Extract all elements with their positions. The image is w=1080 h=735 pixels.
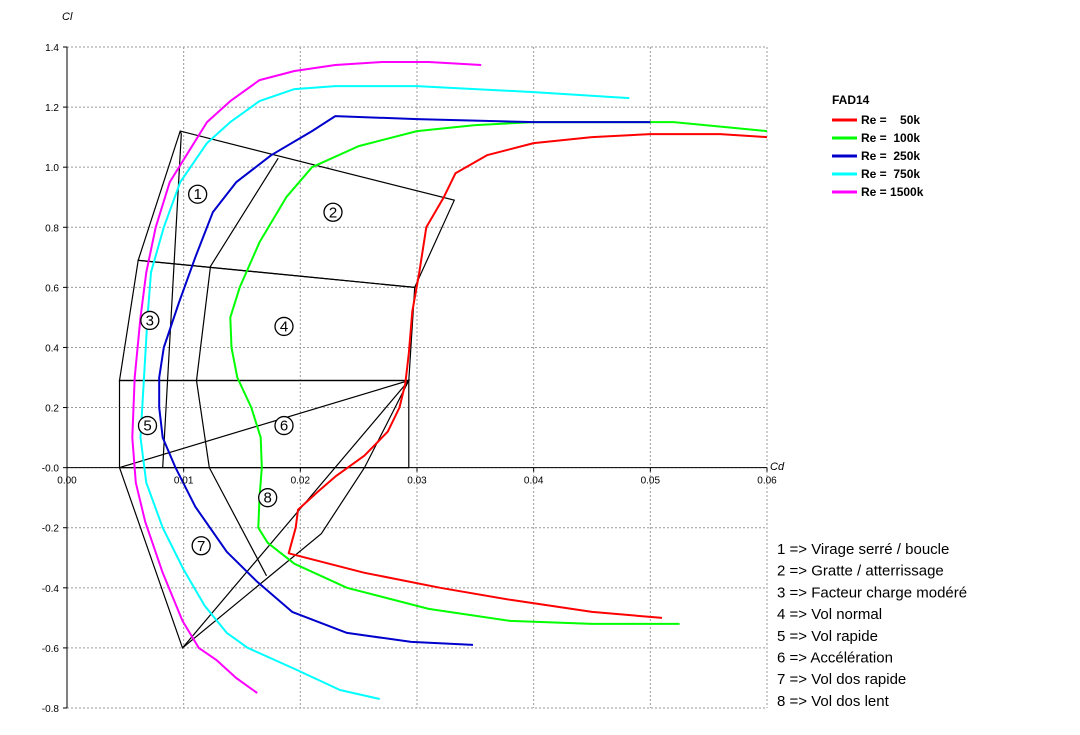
y-tick-label: -0.0: [42, 464, 60, 475]
zone-description: 6 => Accélération: [777, 650, 893, 667]
x-tick-label: 0.06: [757, 476, 777, 487]
zone-description: 3 => Facteur charge modéré: [777, 584, 967, 601]
y-tick-label: 0.2: [45, 404, 59, 415]
zone-number-circle: [137, 415, 158, 436]
y-tick-label: 0.8: [45, 223, 59, 234]
y-tick-label: -0.8: [42, 704, 60, 715]
zone-number-label: 1: [193, 186, 201, 203]
zone-number-circle: [140, 310, 160, 331]
grid: [66, 46, 768, 709]
zone-number-label: 8: [263, 490, 271, 507]
zone-outline: [118, 259, 416, 382]
zone-divider: [182, 380, 410, 649]
x-tick-label: 0.05: [641, 476, 661, 487]
y-tick-label: 1.0: [45, 163, 59, 174]
zone-description: 2 => Gratte / atterrissage: [777, 563, 944, 580]
zone-description: 7 => Vol dos rapide: [777, 671, 906, 688]
zones: [118, 130, 456, 650]
y-tick-label: -0.4: [42, 584, 60, 595]
x-axis-label: Cd: [770, 461, 785, 473]
y-tick-label: 1.2: [45, 103, 59, 114]
legend-entry: Re = 250k: [861, 149, 920, 163]
legend-entry: Re = 750k: [861, 167, 920, 181]
y-tick-label: -0.6: [42, 644, 60, 655]
x-tick-label: 0.03: [407, 476, 427, 487]
y-tick-label: 0.4: [45, 343, 59, 354]
x-tick-label: 0.02: [291, 476, 311, 487]
series-line: [131, 61, 482, 694]
zone-description: 5 => Vol rapide: [777, 628, 878, 645]
legend-entry: Re = 50k: [861, 113, 920, 127]
zone-number-label: 3: [146, 312, 154, 329]
x-tick-label: 0.01: [174, 476, 194, 487]
zone-description: 4 => Vol normal: [777, 606, 882, 623]
zone-number-label: 5: [143, 418, 151, 435]
zone-number-circle: [274, 415, 294, 436]
series-line: [158, 115, 651, 646]
y-axis-label: Cl: [62, 11, 73, 23]
zone-outline: [137, 130, 456, 289]
zone-number-circle: [274, 316, 294, 337]
zone-number-label: 2: [329, 204, 337, 221]
legend-entry: Re = 100k: [861, 131, 920, 145]
y-tick-label: 1.4: [45, 43, 59, 54]
series-line: [287, 133, 768, 619]
x-tick-label: 0.00: [57, 476, 77, 487]
zone-descriptions: 1 => Virage serré / boucle 2 => Gratte / …: [777, 541, 967, 710]
zone-number-label: 6: [280, 418, 288, 435]
legend: FAD14 Re = 50k Re = 100k Re = 250k Re = 750…: [832, 93, 924, 199]
legend-entry: Re = 1500k: [861, 185, 924, 199]
zone-number-circle: [191, 536, 211, 556]
legend-title: FAD14: [832, 93, 870, 107]
zone-description: 1 => Virage serré / boucle: [777, 541, 949, 558]
series-line: [229, 121, 768, 625]
zone-divider: [195, 157, 279, 577]
zone-number-label: 7: [197, 538, 205, 555]
zone-description: 8 => Vol dos lent: [777, 693, 890, 710]
x-tick-label: 0.04: [524, 476, 544, 487]
y-tick-label: -0.2: [42, 524, 60, 535]
zone-divider: [162, 130, 182, 468]
y-tick-label: 0.6: [45, 283, 59, 294]
tick-labels: 0.00 0.01 0.02 0.03 0.04 0.05 0.06 -0.8 -0.6 -0.4…: [42, 43, 777, 715]
zone-number-circle: [258, 488, 278, 508]
zone-number-circle: [323, 202, 343, 222]
zone-number-label: 4: [280, 318, 288, 335]
zone-number-circle: [188, 184, 208, 204]
zone-outline: [118, 379, 411, 650]
zone-outline: [118, 379, 410, 469]
zone-labels: 1 2 3 4 5 6 7 8: [137, 184, 343, 556]
